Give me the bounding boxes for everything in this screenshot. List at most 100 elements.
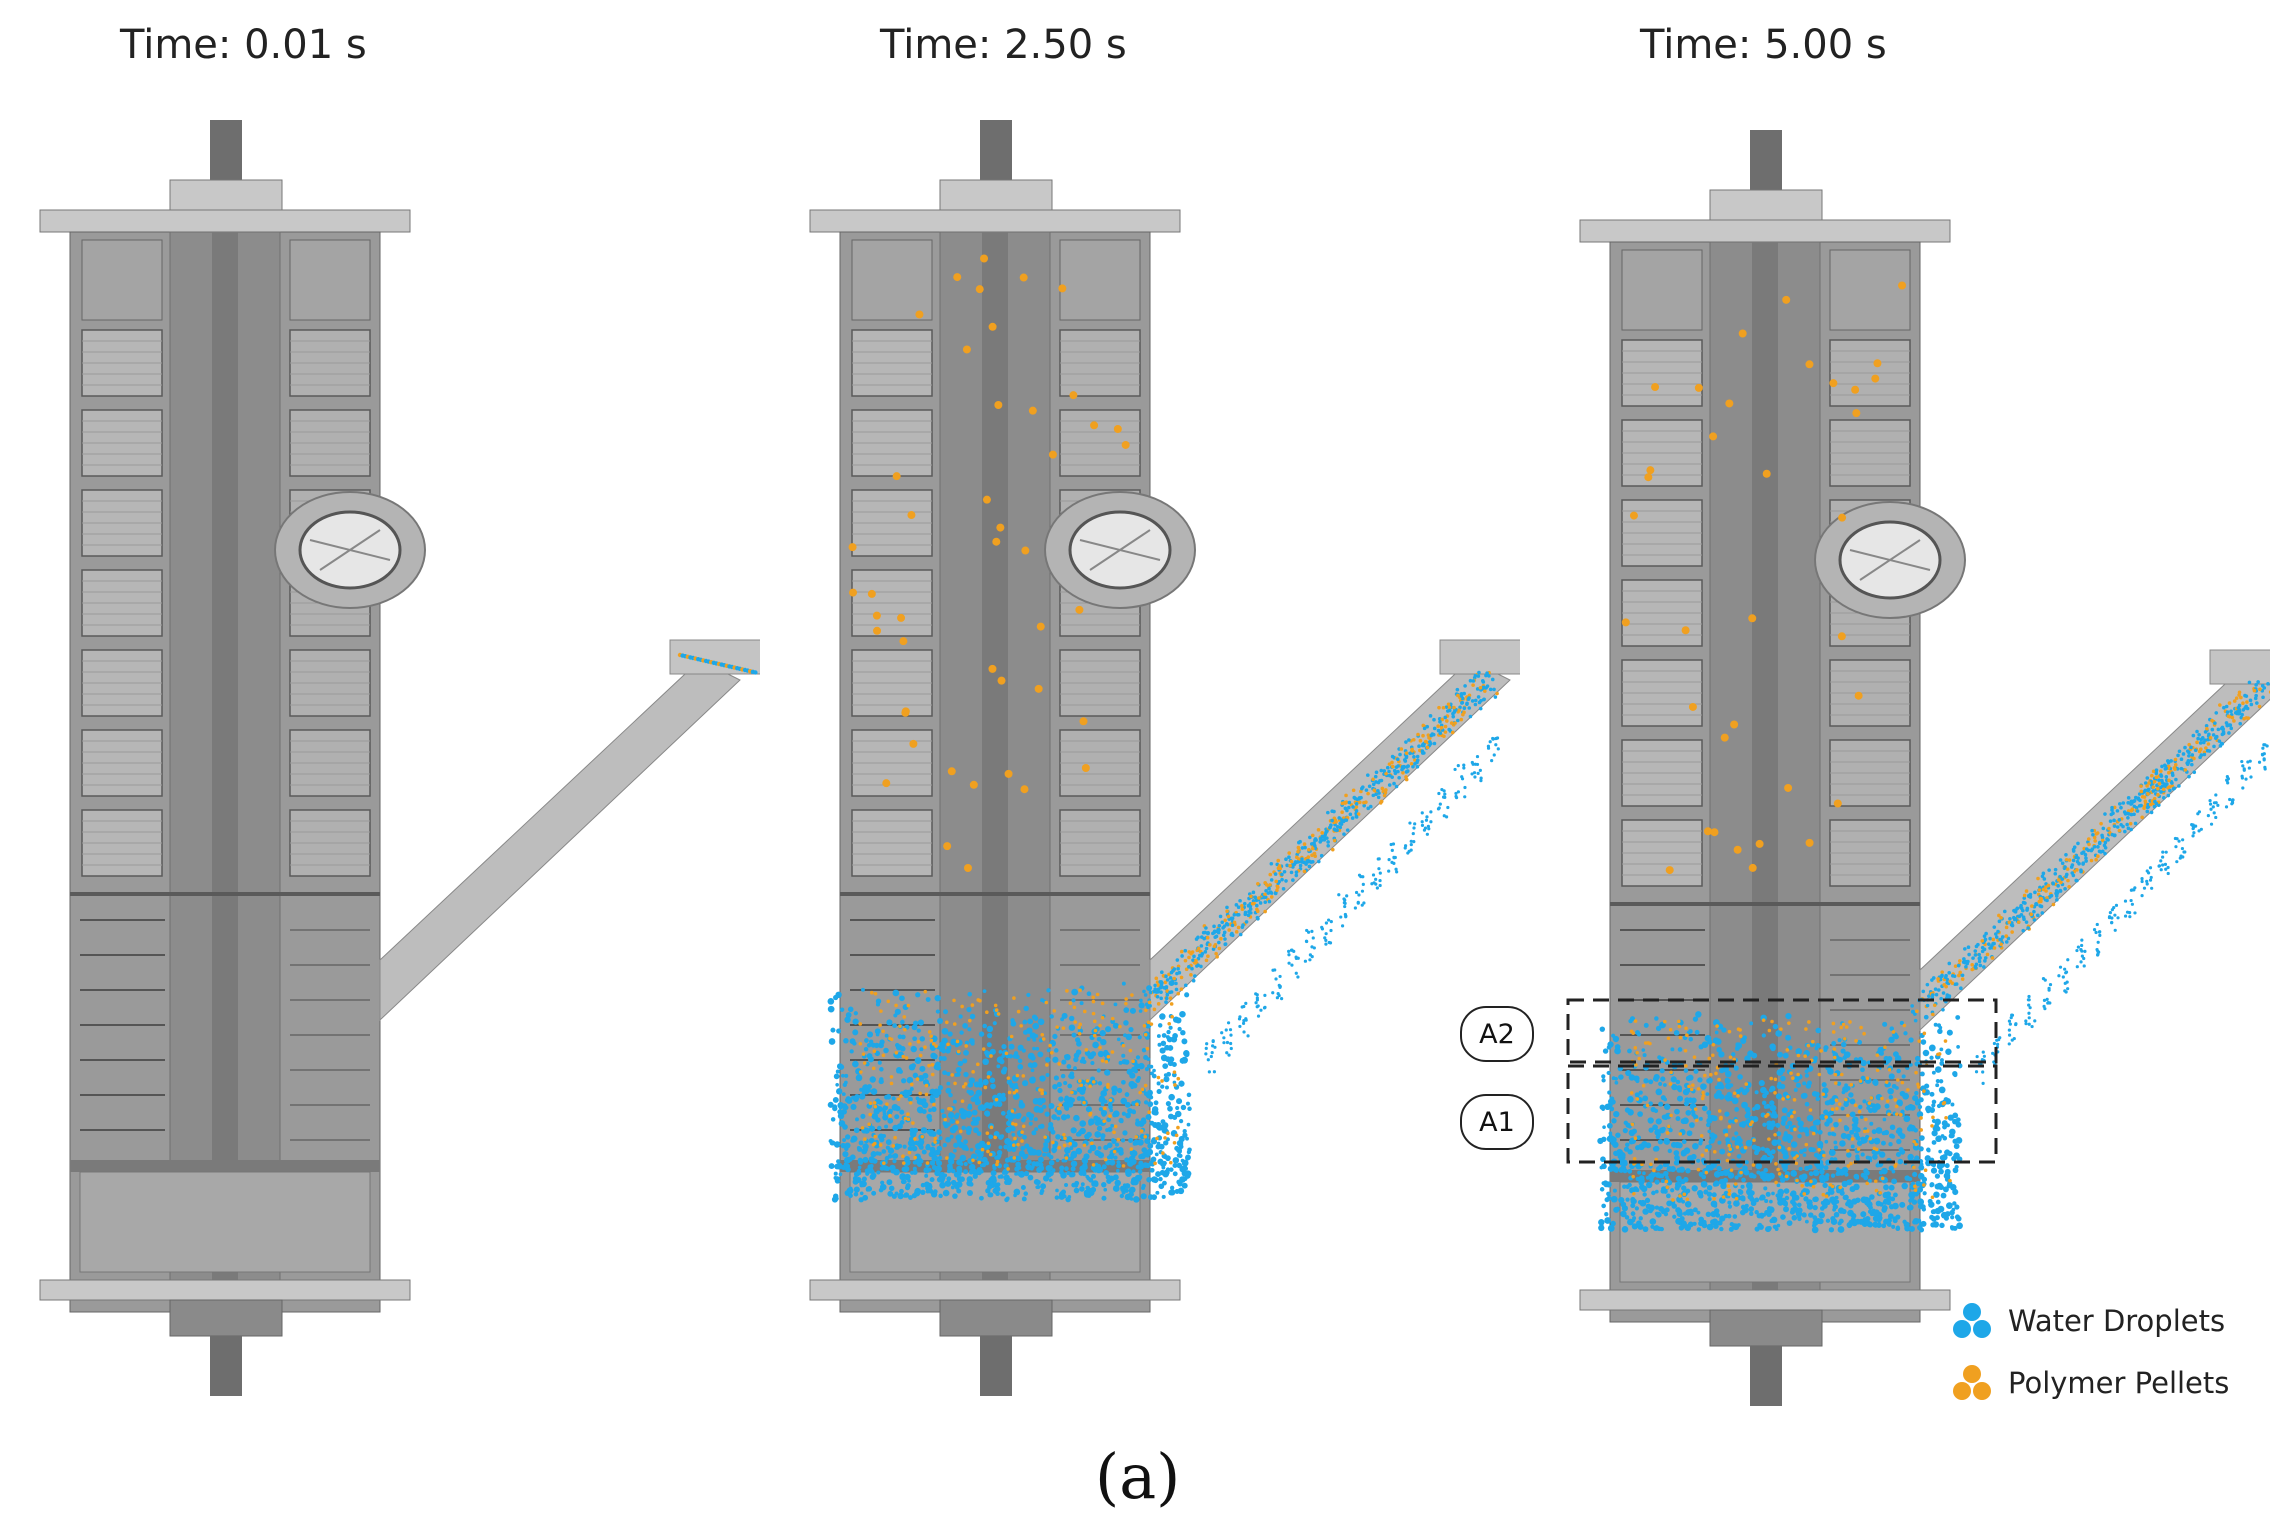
particle (2079, 868, 2083, 872)
droplet (1027, 1062, 1033, 1068)
droplet (1707, 1114, 1712, 1119)
particle (1947, 961, 1952, 966)
pellet (955, 1120, 960, 1124)
droplet (1706, 1223, 1714, 1231)
pellet (1100, 1058, 1105, 1063)
droplet (1159, 1169, 1166, 1176)
particle (1933, 987, 1938, 991)
pellet (1727, 1188, 1732, 1193)
droplet (959, 1030, 964, 1035)
droplet (1069, 1074, 1075, 1080)
particle (1354, 809, 1359, 813)
upper-chamber-right (289, 239, 371, 321)
droplet (1801, 1212, 1807, 1218)
pellet (934, 1044, 938, 1048)
droplet (1839, 1190, 1845, 1196)
particle (2009, 922, 2014, 927)
droplet (919, 1047, 924, 1052)
particle (1915, 1009, 1919, 1014)
droplet (1638, 1175, 1645, 1182)
droplet (1806, 1114, 1814, 1122)
particle (2137, 792, 2142, 796)
particle (2156, 786, 2160, 791)
droplet (1229, 1041, 1233, 1046)
droplet (1408, 821, 1412, 825)
pellet (1941, 1101, 1946, 1106)
droplet (1149, 1167, 1155, 1173)
particle (1958, 959, 1962, 963)
droplet (841, 1103, 848, 1110)
droplet (941, 1048, 947, 1054)
droplet (859, 1180, 866, 1188)
pellet (1678, 1132, 1683, 1136)
droplet (1658, 1205, 1665, 1212)
pellet (1835, 1106, 1839, 1111)
particle (1927, 994, 1931, 998)
droplet (1818, 1212, 1825, 1219)
droplet (1131, 1150, 1138, 1157)
particle (1241, 923, 1245, 927)
droplet (1026, 992, 1031, 998)
droplet (942, 1142, 947, 1148)
droplet (1372, 881, 1376, 885)
droplet (1737, 1188, 1742, 1193)
particle (1275, 884, 1280, 888)
droplet (1045, 1171, 1053, 1178)
droplet (1763, 1186, 1768, 1191)
droplet (1601, 1181, 1606, 1186)
droplet (1787, 1120, 1793, 1126)
droplet (1713, 1180, 1720, 1187)
droplet (934, 994, 941, 1002)
droplet (1377, 857, 1381, 861)
droplet (1023, 1005, 1029, 1012)
droplet (1685, 1109, 1692, 1116)
droplet (1642, 1208, 1649, 1215)
pellet (1819, 1049, 1823, 1053)
particle (1337, 816, 1342, 820)
droplet (1667, 1148, 1672, 1154)
droplet (1787, 1045, 1793, 1051)
particle (1940, 970, 1944, 974)
pellet (1767, 1028, 1772, 1033)
droplet (1136, 1076, 1141, 1081)
droplet (898, 1069, 903, 1074)
droplet (1932, 1125, 1939, 1132)
pellet (1712, 1196, 1716, 1201)
particle (1153, 987, 1158, 991)
droplet (1847, 1209, 1854, 1217)
droplet (1929, 1091, 1935, 1097)
droplet (1625, 1142, 1630, 1147)
droplet (912, 1127, 919, 1134)
droplet (853, 1191, 859, 1197)
droplet (1859, 1115, 1864, 1120)
particle (1350, 816, 1355, 820)
droplet (1177, 1149, 1182, 1154)
droplet (851, 1104, 855, 1109)
droplet (1160, 1119, 1166, 1125)
droplet (932, 1091, 940, 1099)
particle (2008, 917, 2012, 921)
separator-apparatus-3 (1579, 130, 2270, 1406)
droplet (1187, 1106, 1192, 1112)
droplet (1692, 1221, 1697, 1226)
droplet (841, 1092, 846, 1097)
droplet (1729, 1083, 1734, 1088)
droplet (974, 1098, 981, 1105)
particle (2099, 850, 2103, 854)
droplet (943, 1009, 948, 1015)
droplet (855, 1074, 863, 1082)
droplet (1084, 1050, 1091, 1056)
pellet (1707, 1056, 1712, 1061)
droplet (1109, 1159, 1116, 1166)
particle (1404, 755, 1409, 760)
droplet (982, 989, 987, 993)
droplet (1096, 1036, 1102, 1042)
droplet (1757, 1222, 1763, 1228)
droplet (1855, 1156, 1860, 1162)
pellet (1832, 1055, 1837, 1060)
droplet (868, 1137, 875, 1144)
upper-chamber-right (1059, 239, 1141, 321)
pellet (1085, 1079, 1090, 1083)
droplet (1644, 1197, 1651, 1203)
droplet (1018, 1102, 1023, 1107)
